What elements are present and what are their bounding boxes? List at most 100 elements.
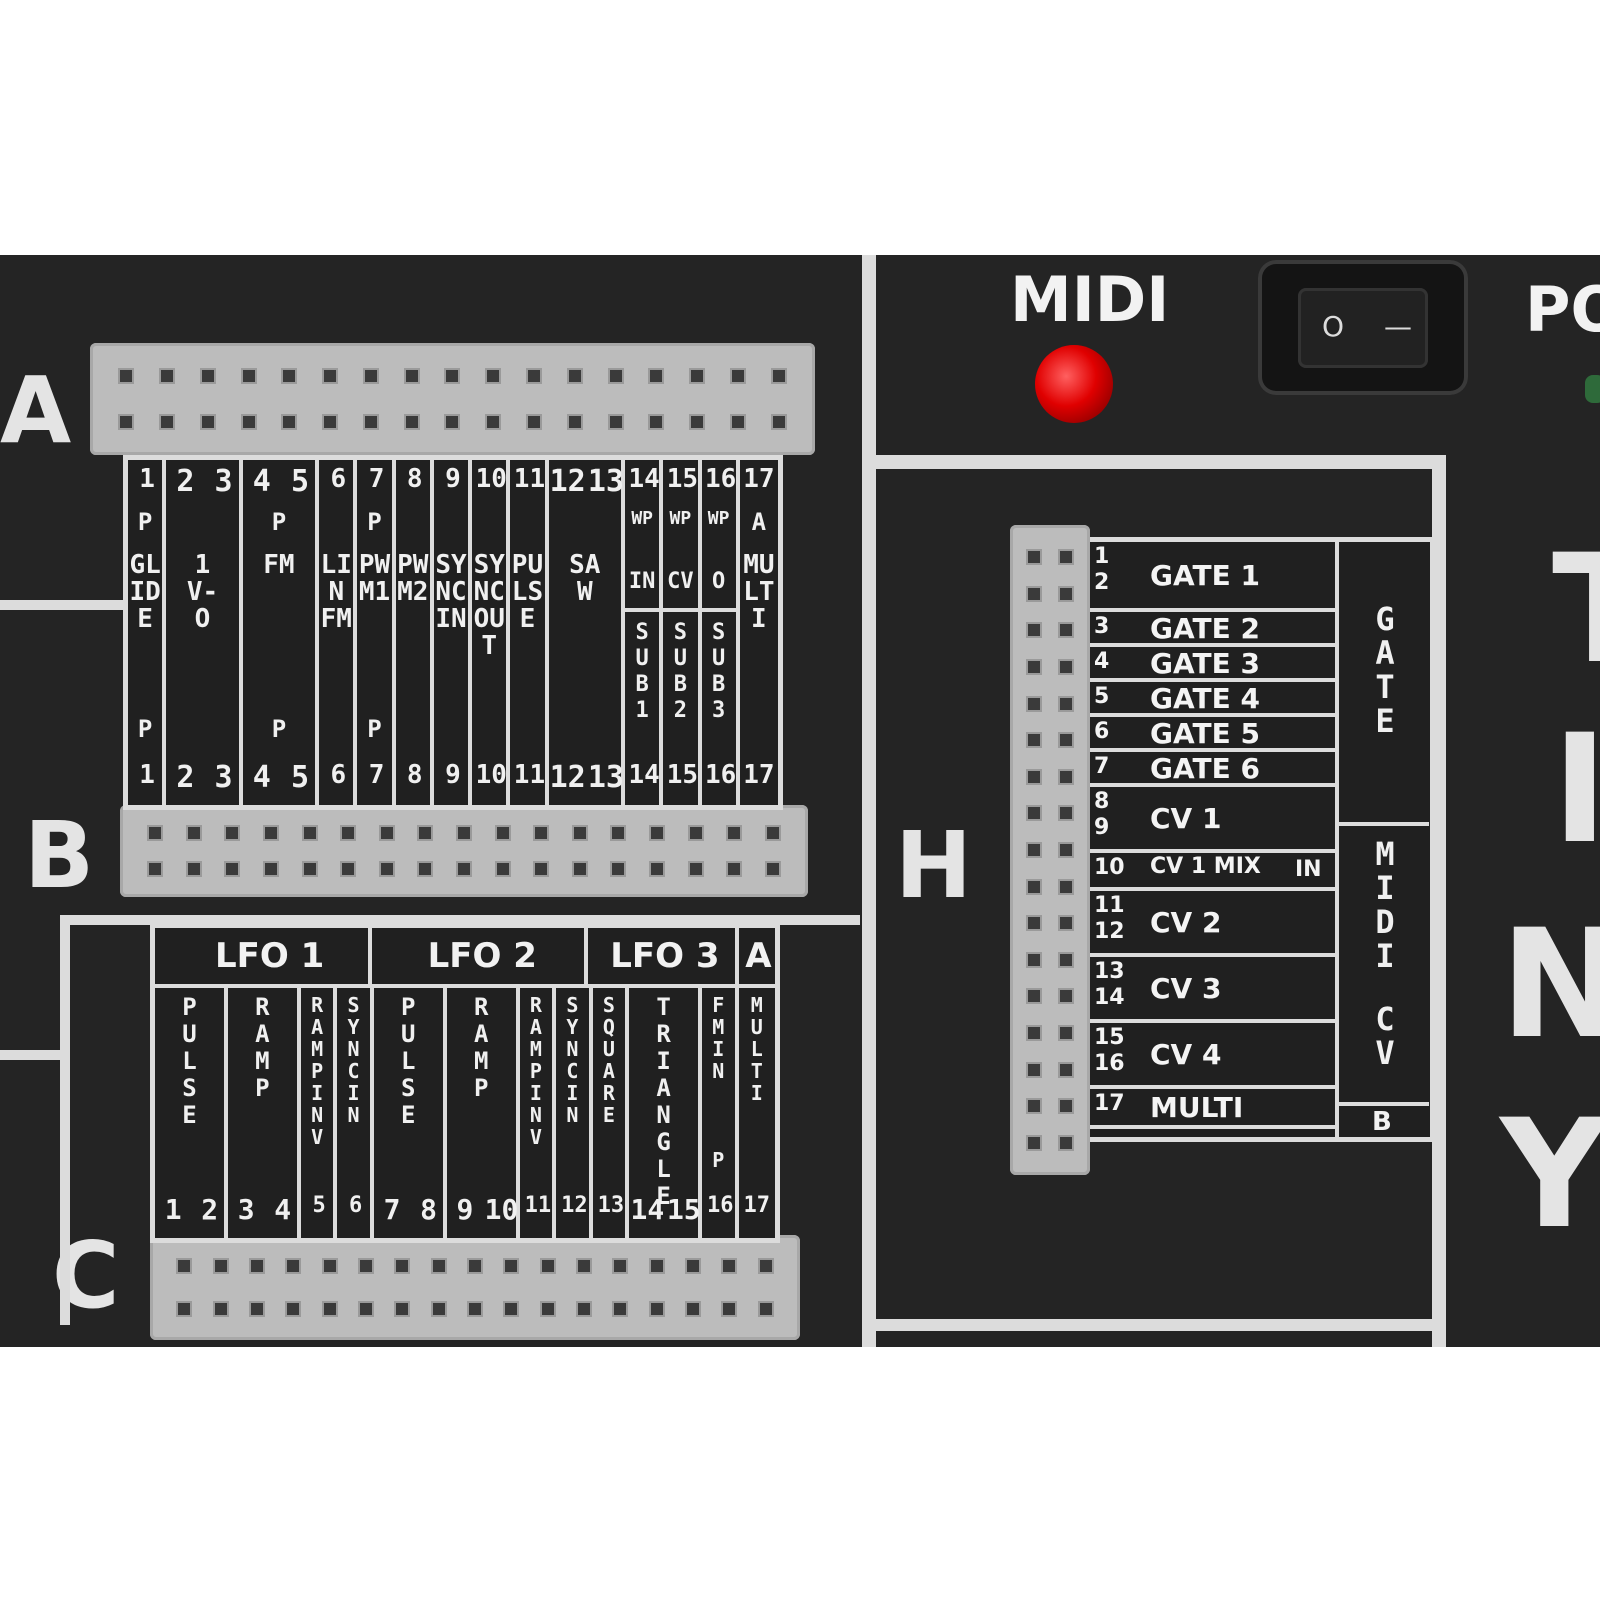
h-row-label: GATE 2 — [1150, 612, 1260, 645]
connector-pin — [1058, 988, 1074, 1005]
connector-pin — [1026, 878, 1042, 895]
c-pin-number: 2 — [201, 1193, 219, 1226]
connector-pin — [1058, 1061, 1074, 1078]
connector-pin — [689, 368, 706, 384]
lfo2-header-text: LFO 2 — [427, 936, 537, 976]
connector-pin — [612, 1300, 629, 1317]
h-row-label: GATE 5 — [1150, 717, 1260, 750]
connector-pin — [1026, 915, 1042, 932]
top-pin-number: 10 — [475, 464, 507, 494]
connector-c-pins — [166, 1245, 784, 1330]
column-label: SAW — [569, 550, 601, 607]
h-row-numbers: 4 — [1094, 649, 1110, 674]
bottom-pin-number: 8 — [406, 760, 423, 790]
connector-pin — [378, 861, 395, 877]
connector-pin — [240, 414, 257, 430]
connector-a-pins — [106, 353, 799, 445]
h-row-label: CV 4 — [1150, 1038, 1222, 1071]
connector-pin — [1026, 695, 1042, 712]
c-column-label: RAMP — [255, 993, 270, 1102]
column-label: O — [712, 569, 726, 594]
top-pin-number: 9 — [445, 464, 461, 494]
connector-pin — [533, 861, 550, 877]
connector-pin — [648, 861, 665, 877]
connector-pin — [417, 861, 434, 877]
column-label: PWM2 — [397, 550, 429, 607]
c-pin-number: 17 — [743, 1193, 770, 1218]
side-letter-3: N — [1500, 898, 1600, 1072]
c-column-label: RAMP — [473, 993, 489, 1102]
connector-pin — [576, 1300, 593, 1317]
connector-pin — [1026, 1134, 1042, 1151]
connector-pin — [176, 1300, 193, 1317]
switch-rocker[interactable]: O — — [1298, 288, 1428, 368]
bottom-pin-number: 14 — [628, 760, 660, 790]
connector-pin — [1026, 549, 1042, 566]
connector-pin — [1058, 805, 1074, 822]
bottom-pin-number: 4 — [252, 760, 271, 795]
bottom-pin-number: 13 — [587, 760, 624, 795]
side-letter-4: Y — [1500, 1088, 1600, 1262]
connector-pin — [224, 861, 241, 877]
connector-pin — [1026, 1098, 1042, 1115]
connector-pin — [281, 414, 298, 430]
power-switch[interactable]: O — — [1258, 260, 1468, 395]
connector-pin — [648, 1300, 665, 1317]
bottom-pin-number: 6 — [330, 760, 347, 790]
connector-pin — [648, 368, 665, 384]
c-top-line — [60, 915, 860, 925]
h-row-numbers: 11 12 — [1094, 893, 1125, 944]
connector-h[interactable] — [1010, 525, 1090, 1175]
bottom-pin-number: 9 — [445, 760, 461, 790]
h-row-label: GATE 4 — [1150, 682, 1260, 715]
connector-pin — [444, 414, 461, 430]
connector-pin — [1026, 622, 1042, 639]
connector-pin — [357, 1300, 374, 1317]
connector-pin — [185, 861, 202, 877]
connector-a[interactable] — [90, 343, 815, 455]
connector-pin — [1026, 732, 1042, 749]
lfo1-header-text: LFO 1 — [215, 936, 325, 976]
top-pin-number: 14 — [628, 464, 660, 494]
h-side-b: B — [1372, 1107, 1392, 1137]
connector-b-pins — [136, 815, 792, 887]
connector-pin — [687, 825, 704, 841]
c-pin-number: 15 — [666, 1193, 701, 1226]
side-letter-2: I — [1552, 703, 1600, 877]
lfo1-header: LFO 1 — [155, 928, 372, 984]
connector-pin — [721, 1258, 738, 1275]
connector-pin — [1058, 585, 1074, 602]
connector-pin — [340, 825, 357, 841]
column-label: CV — [667, 569, 694, 594]
h-side-gate: GATE — [1375, 600, 1395, 740]
c-pin-number: 16 — [707, 1193, 734, 1218]
sub-divider — [663, 608, 698, 612]
h-row-numbers: 5 — [1094, 684, 1110, 709]
connector-b[interactable] — [120, 805, 808, 897]
connector-pin — [212, 1258, 229, 1275]
connector-pin — [118, 414, 135, 430]
c-pin-number: 3 — [237, 1193, 255, 1226]
connector-pin — [455, 825, 472, 841]
top-marker: P — [367, 508, 382, 536]
top-pin-number: 6 — [330, 464, 347, 494]
h-frame-bottom — [876, 1319, 1436, 1331]
connector-pin — [340, 861, 357, 877]
connector-c[interactable] — [150, 1235, 800, 1340]
connector-pin — [485, 368, 502, 384]
connector-pin — [417, 825, 434, 841]
bottom-marker: P — [137, 715, 153, 743]
h-row-label: GATE 1 — [1150, 559, 1260, 592]
connector-pin — [212, 1300, 229, 1317]
